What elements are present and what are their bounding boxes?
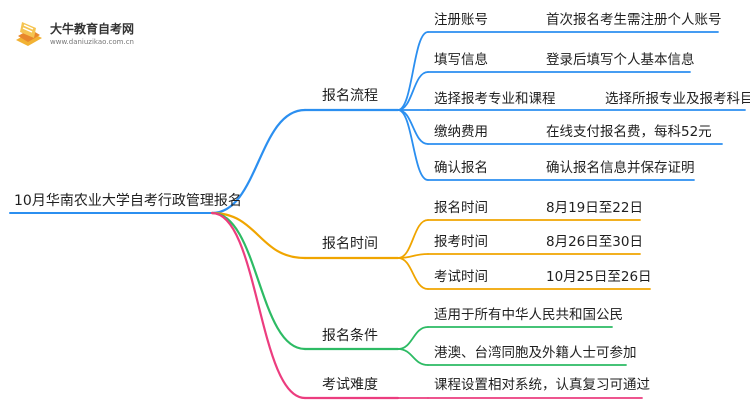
leaf-label: 适用于所有中华人民共和国公民 <box>434 307 623 323</box>
leaf-detail: 选择所报专业及报考科目 <box>605 91 750 107</box>
leaf-detail: 首次报名考生需注册个人账号 <box>546 12 722 28</box>
leaf-label: 报考时间 <box>434 234 488 250</box>
leaf-connector <box>397 109 429 145</box>
leaf-connector <box>397 71 429 111</box>
leaf-label: 报名时间 <box>434 200 488 216</box>
leaf-label: 确认报名 <box>434 160 488 176</box>
leaf-connector <box>397 109 429 181</box>
leaf-detail: 登录后填写个人基本信息 <box>546 52 695 68</box>
leaf-label: 填写信息 <box>434 52 488 68</box>
leaf-connector <box>397 31 429 111</box>
branch-label: 报名时间 <box>322 236 378 252</box>
logo: 大牛教育自考网 www.daniuzikao.com.cn <box>12 14 162 54</box>
leaf-label: 选择报考专业和课程 <box>434 91 556 107</box>
leaf-label: 缴纳费用 <box>434 124 488 140</box>
branch-connector <box>210 211 307 260</box>
leaf-detail: 确认报名信息并保存证明 <box>546 160 695 176</box>
branch-label: 报名条件 <box>322 328 378 344</box>
leaf-connector <box>397 326 429 350</box>
book-logo-icon <box>16 22 42 46</box>
leaf-detail: 8月19日至22日 <box>546 200 643 216</box>
branch-connector <box>210 211 307 351</box>
branch-connector <box>210 108 307 215</box>
root-node: 10月华南农业大学自考行政管理报名 <box>14 193 242 209</box>
leaf-detail: 8月26日至30日 <box>546 234 643 250</box>
leaf-label: 港澳、台湾同胞及外籍人士可参加 <box>434 345 637 361</box>
logo-name: 大牛教育自考网 <box>50 22 135 36</box>
branch-label: 报名流程 <box>322 88 378 104</box>
leaf-connector <box>397 257 429 290</box>
leaf-label: 课程设置相对系统，认真复习可通过 <box>434 377 650 393</box>
branch-connector <box>210 211 307 400</box>
leaf-label: 注册账号 <box>434 12 488 28</box>
branch-label: 考试难度 <box>322 377 378 393</box>
logo-url: www.daniuzikao.com.cn <box>50 38 134 46</box>
leaf-connector <box>397 348 429 366</box>
leaf-connector <box>397 219 429 259</box>
leaf-detail: 在线支付报名费，每科52元 <box>546 124 712 140</box>
leaf-detail: 10月25日至26日 <box>546 269 652 285</box>
leaf-label: 考试时间 <box>434 269 488 285</box>
